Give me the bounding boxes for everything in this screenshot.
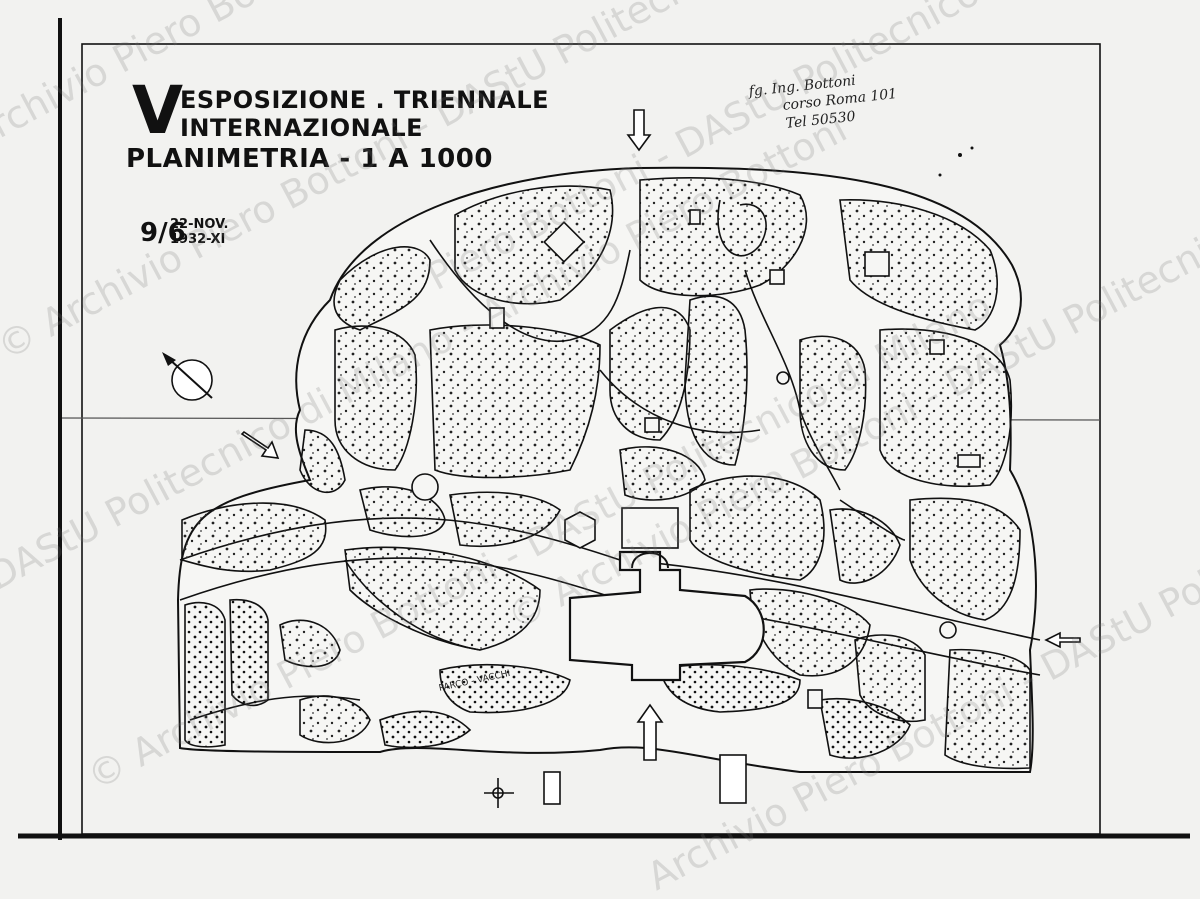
exhibition-title: ESPOSIZIONE . TRIENNALE [180, 86, 550, 114]
tree-plots [181, 177, 1031, 770]
buildings [489, 209, 981, 709]
exhibition-title: INTERNAZIONALE [180, 114, 424, 142]
small-pavilion [939, 621, 957, 639]
plan-scale-title: PLANIMETRIA - 1 A 1000 [126, 144, 493, 174]
palazzo-apse [631, 552, 669, 569]
drawing-date: 22-NOV. 1932-XI [170, 217, 228, 247]
park-paths [189, 199, 906, 721]
compass-rose-icon [484, 778, 514, 808]
drawing-date-year: 1932-XI [170, 232, 226, 247]
plan-sheet [18, 18, 1190, 840]
fountain [776, 371, 790, 385]
small-structure [543, 771, 561, 805]
north-arrow-icon [162, 352, 213, 401]
exhibition-number: V [132, 72, 184, 149]
drawing-date-day: 22-NOV. [170, 217, 229, 232]
small-structure [719, 754, 747, 804]
roundabout [411, 473, 439, 501]
sheet-number: 9/6 [140, 218, 186, 248]
site-plan-drawing [18, 18, 1190, 840]
palazzo-forecourt [621, 507, 679, 549]
ink-marks [938, 146, 974, 177]
drawing-frame [81, 43, 1101, 835]
central-palazzo [568, 550, 765, 682]
entrance-arrow-icon [240, 109, 1081, 761]
